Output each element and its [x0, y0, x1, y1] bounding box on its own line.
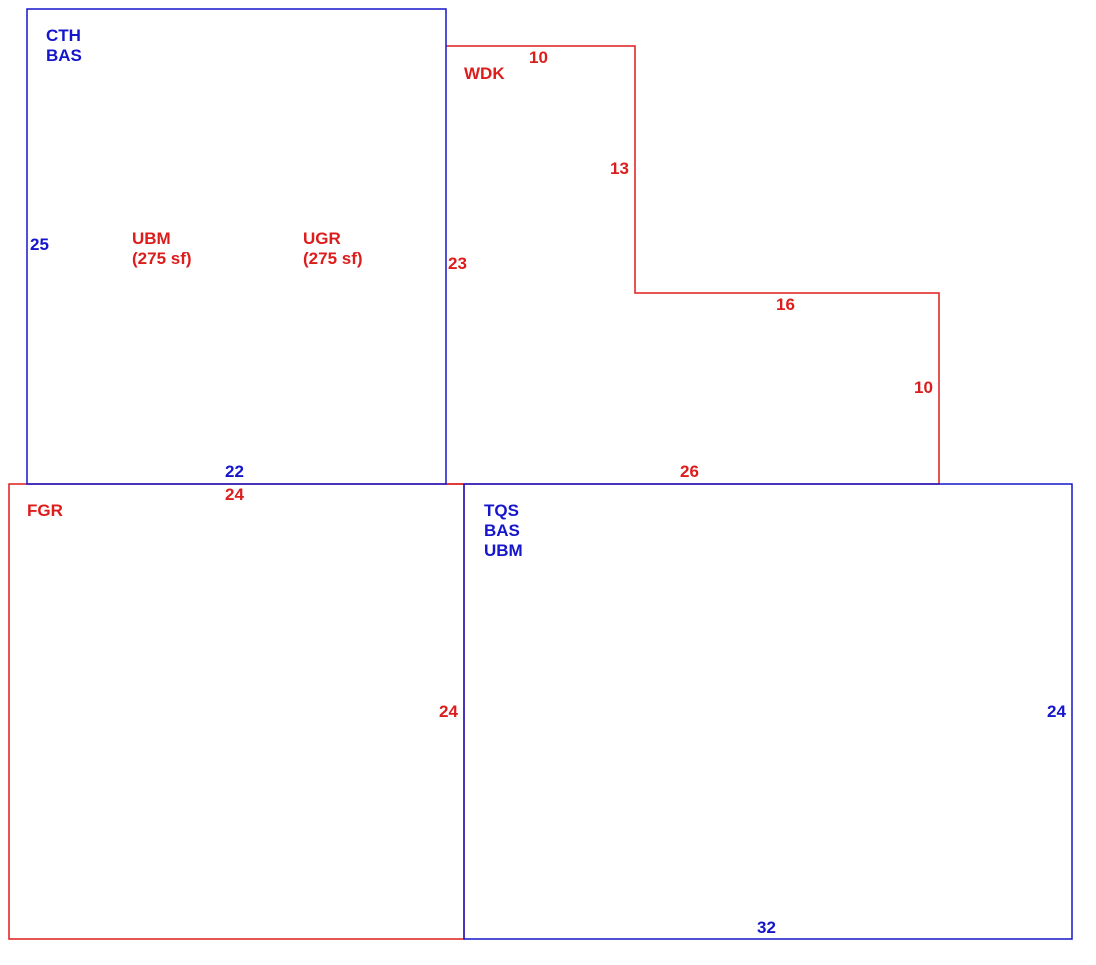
- upper-left-dim-left: 25: [30, 235, 49, 254]
- lower-right-dim-bottom: 32: [757, 918, 776, 937]
- deck-code: WDK: [464, 64, 505, 83]
- sub-left-area: (275 sf): [132, 249, 192, 268]
- lower-right-code-3: UBM: [484, 541, 523, 560]
- deck-dim-step-vertical: 13: [610, 159, 629, 178]
- garage-outline: [8, 483, 465, 940]
- lower-right-dim-right: 24: [1047, 702, 1066, 721]
- deck-dim-step-horizontal: 16: [776, 295, 795, 314]
- lower-right-code-1: TQS: [484, 501, 519, 520]
- deck-dim-bottom: 26: [680, 462, 699, 481]
- upper-left-code-2: BAS: [46, 46, 82, 65]
- deck-outline: [446, 45, 940, 485]
- upper-left-code-1: CTH: [46, 26, 81, 45]
- upper-left-outline: [26, 8, 447, 485]
- deck-dim-right: 10: [914, 378, 933, 397]
- sub-right-area: (275 sf): [303, 249, 363, 268]
- sub-right-code: UGR: [303, 229, 341, 248]
- garage-dim-top: 24: [225, 485, 244, 504]
- garage-code: FGR: [27, 501, 63, 520]
- sub-left-code: UBM: [132, 229, 171, 248]
- garage-dim-right: 24: [439, 702, 458, 721]
- upper-left-dim-bottom: 22: [225, 462, 244, 481]
- lower-right-outline: [463, 483, 1073, 940]
- lower-right-code-2: BAS: [484, 521, 520, 540]
- deck-dim-top: 10: [529, 48, 548, 67]
- deck-dim-left: 23: [448, 254, 467, 273]
